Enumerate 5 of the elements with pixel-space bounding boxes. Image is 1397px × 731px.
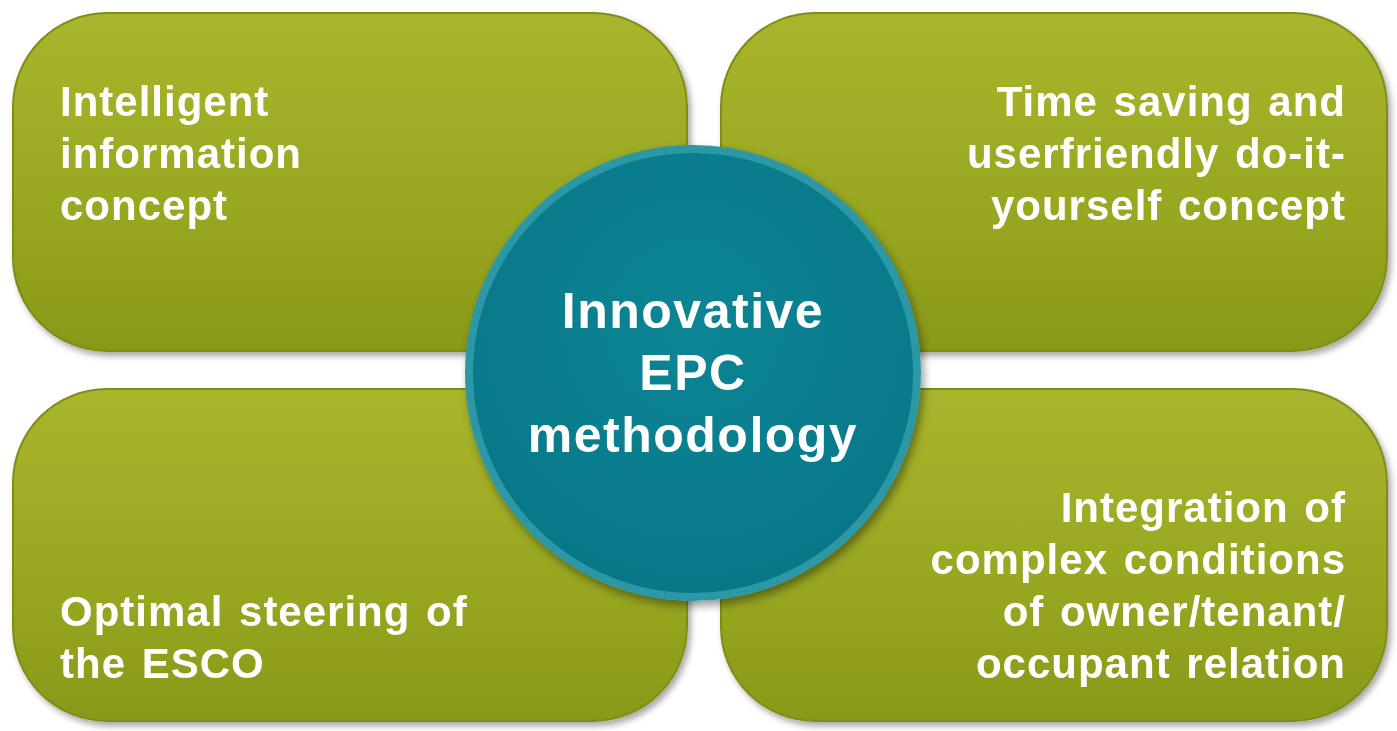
panel-text: Time saving and userfriendly do-it-yourself concept	[965, 77, 1346, 231]
panel-text: Optimal steering of the ESCO	[60, 587, 469, 689]
panel-text: Integration of complex conditions of owner/tenant/ occupant relation	[929, 483, 1346, 689]
panel-text: Intelligent information concept	[60, 77, 303, 231]
circle-title: Innovative EPC methodology	[526, 282, 860, 465]
